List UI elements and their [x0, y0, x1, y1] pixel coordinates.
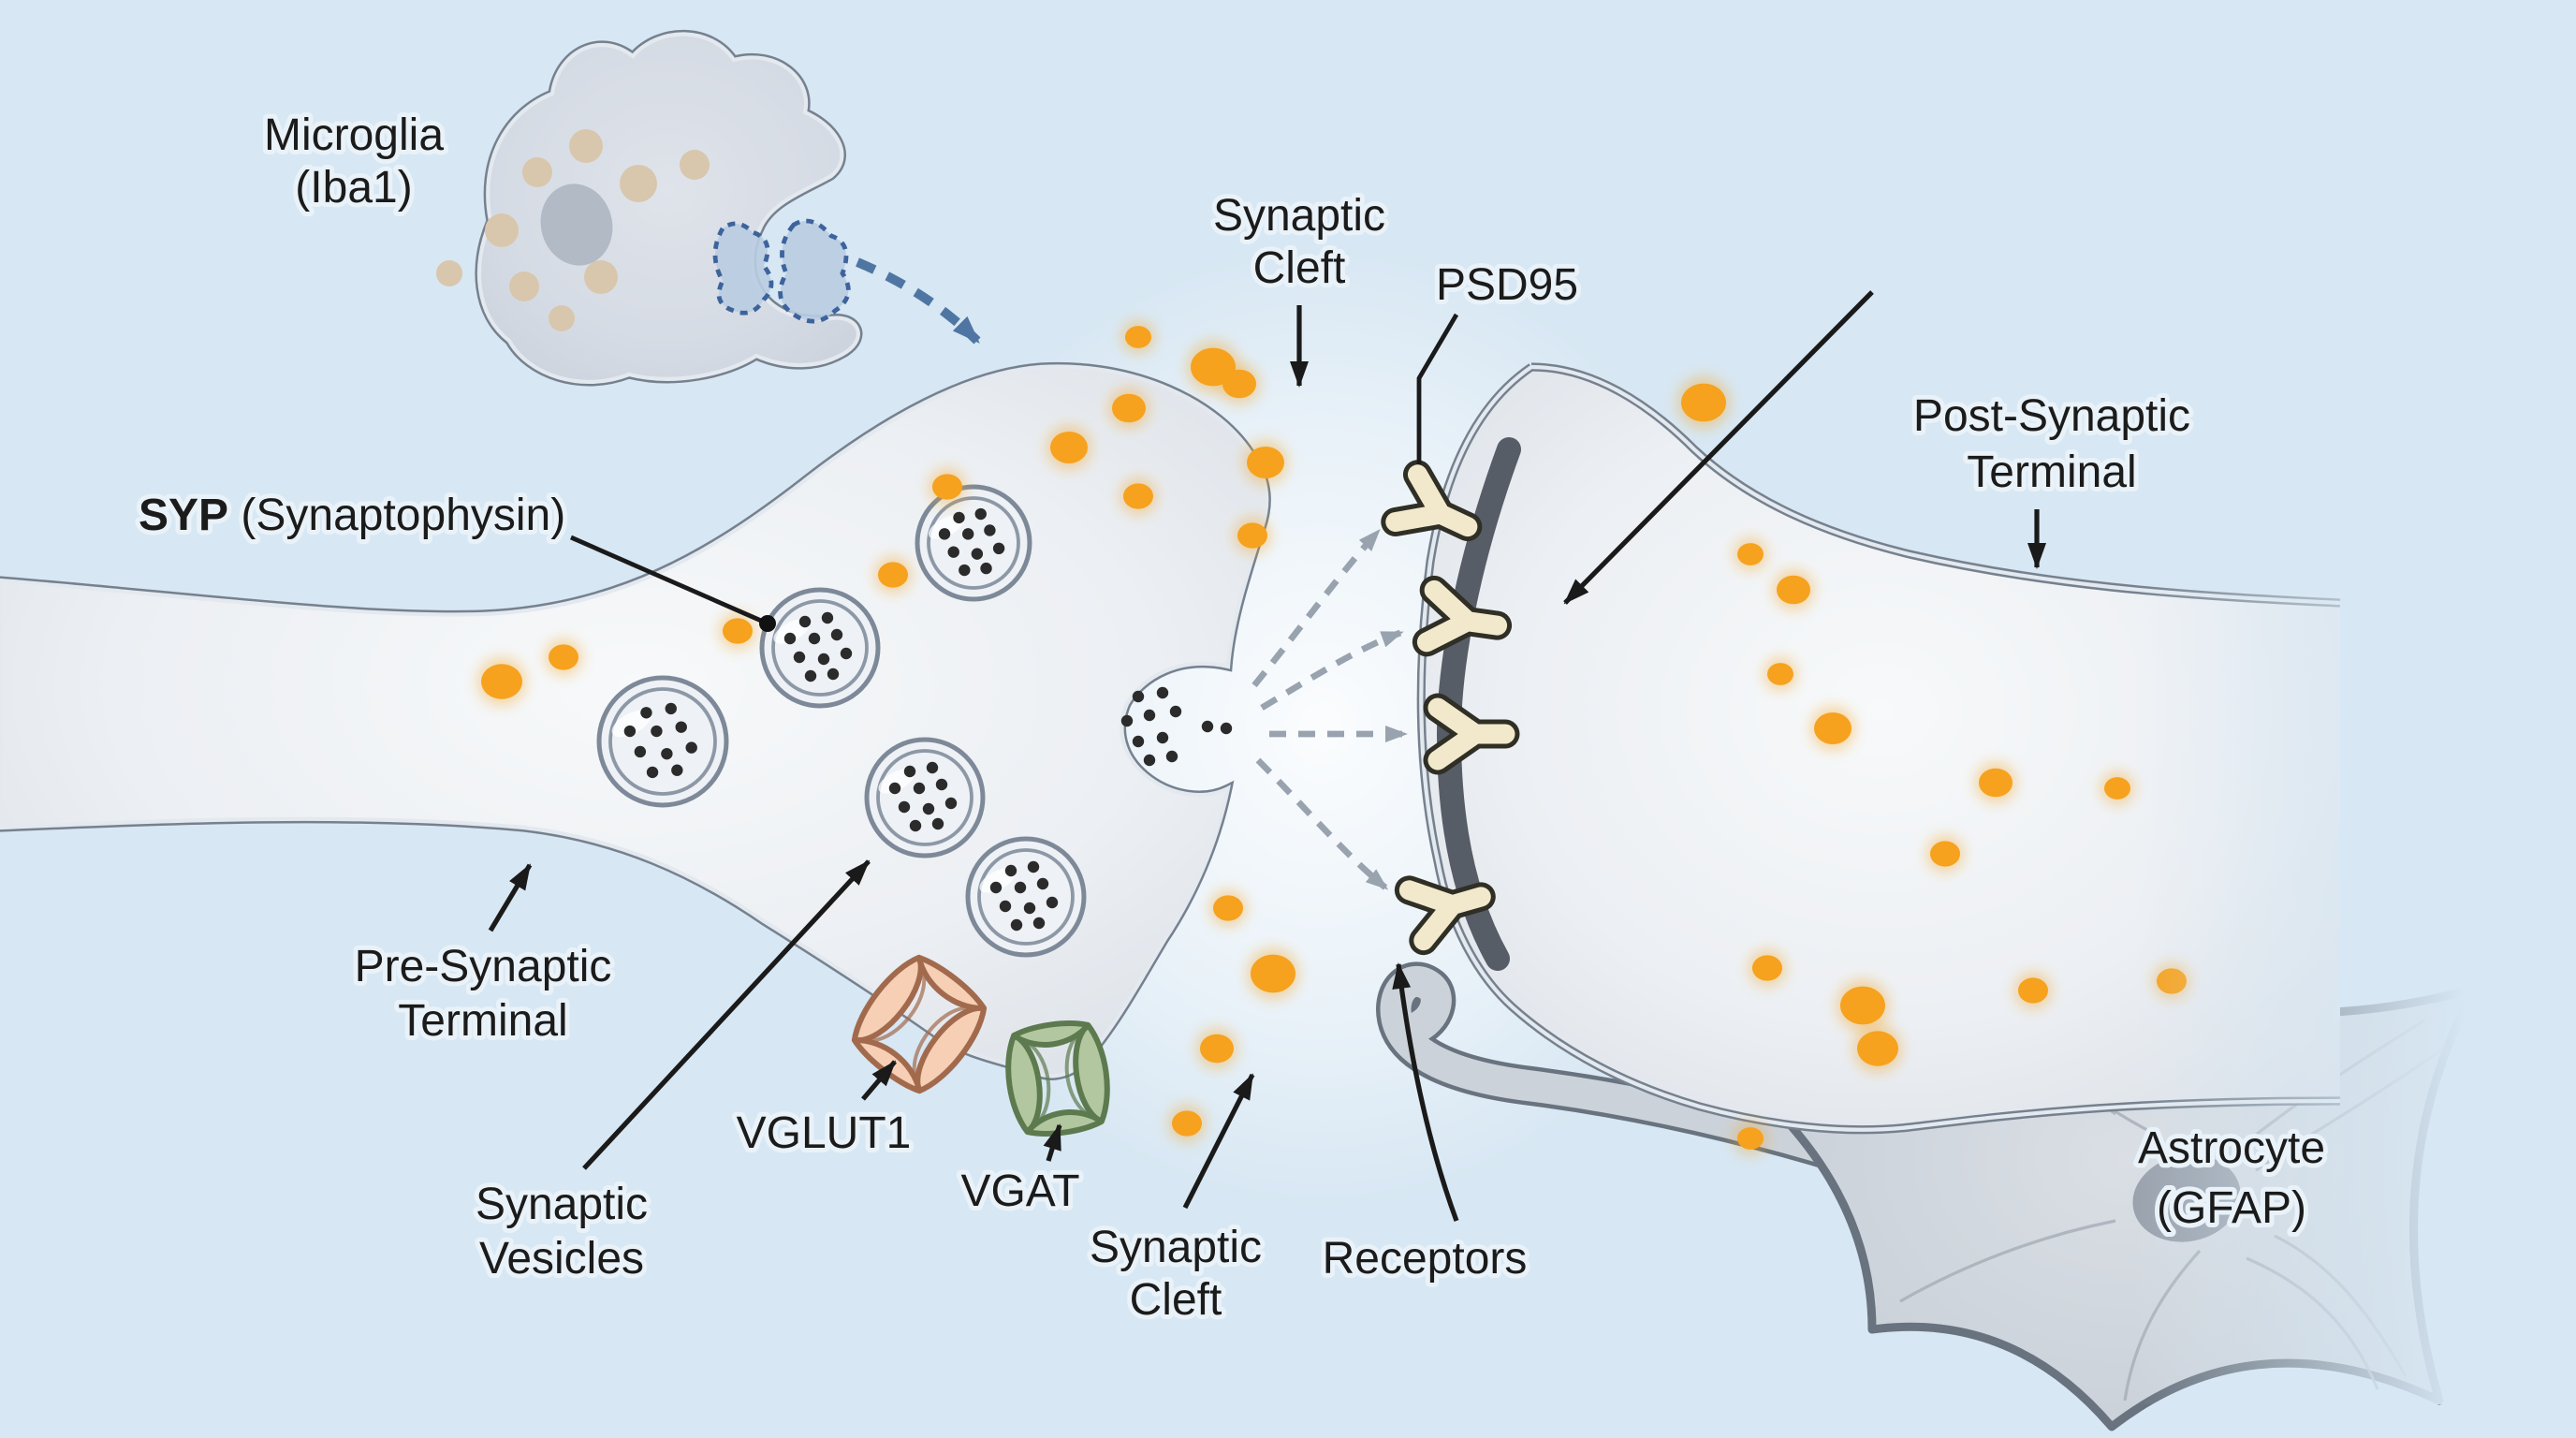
- receptor: [1423, 693, 1520, 775]
- neurotransmitter-dot: [2104, 777, 2130, 800]
- receptors-label: Receptors: [1323, 1234, 1528, 1284]
- microglia-nucleus: [540, 183, 613, 266]
- receptor: [1412, 575, 1513, 657]
- neurotransmitter-dot: [1251, 954, 1295, 993]
- receptor: [1381, 460, 1483, 542]
- synaptic-vesicles-label: Synaptic: [476, 1180, 648, 1229]
- vgat-transporter: [1005, 1020, 1110, 1137]
- synaptic-cleft-top-label2: Cleft: [1253, 243, 1346, 293]
- synaptic-vesicle: [965, 836, 1087, 958]
- neurotransmitter-dot: [2018, 977, 2048, 1004]
- neurotransmitter-dot: [1213, 895, 1243, 921]
- psd95-arrow: [1563, 290, 1874, 605]
- pre-synaptic-label: Pre-Synaptic: [355, 942, 612, 991]
- microglia-cell: [436, 34, 858, 381]
- neurotransmitter-dot: [1123, 483, 1153, 509]
- microglia-granule: [620, 165, 657, 202]
- microglia-granule: [584, 260, 618, 294]
- microglia-granule: [522, 157, 552, 187]
- post-synaptic-terminal: [1416, 362, 2341, 1135]
- neurotransmitter-dot: [1857, 1031, 1898, 1066]
- neurotransmitter-dot: [549, 644, 578, 670]
- synaptic-vesicle: [596, 675, 729, 808]
- neurotransmitter-dot: [1125, 326, 1151, 348]
- neurotransmitter-dot: [1050, 432, 1088, 463]
- neurotransmitter-dot: [481, 664, 522, 699]
- vgat-arrow: [1043, 1123, 1062, 1162]
- neurotransmitter-dot: [1681, 383, 1726, 422]
- syp-label: SYP (Synaptophysin): [139, 491, 565, 540]
- neurotransmitter-dot: [1222, 369, 1256, 399]
- receptors-group: [1381, 460, 1520, 956]
- fusing-vesicle-dots: [1120, 686, 1233, 767]
- vglut1-transporter: [851, 954, 988, 1094]
- engulfment-arrow: [856, 257, 981, 345]
- synaptic-vesicles-group: [596, 484, 1087, 958]
- neurotransmitter-dot: [1200, 1034, 1234, 1064]
- synaptic-vesicle: [915, 484, 1032, 602]
- post-synaptic-label2: Terminal: [1967, 448, 2136, 497]
- synaptic-cleft-bottom-arrow: [1182, 1073, 1255, 1210]
- syp-leader-line: [570, 535, 768, 626]
- dendrite-fade: [2134, 281, 2576, 1404]
- psd95-label: PSD95: [1436, 260, 1578, 310]
- post-synaptic-label: Post-Synaptic: [1913, 391, 2190, 441]
- engulfed-synapse-debris: [712, 218, 851, 324]
- neurotransmitter-dot: [1767, 663, 1793, 685]
- microglia-label: Microglia: [264, 110, 444, 160]
- microglia-granule: [485, 213, 519, 247]
- synaptic-cleft-bottom-label2: Cleft: [1130, 1275, 1222, 1325]
- receptors-arrow: [1392, 962, 1459, 1222]
- pre-synaptic-label2: Terminal: [398, 996, 567, 1046]
- synaptic-cleft-top-label: Synaptic: [1213, 191, 1385, 241]
- neurotransmitter-dot: [1930, 841, 1960, 867]
- astrocyte-label-sub: (GFAP): [2157, 1183, 2306, 1233]
- neurotransmitter-dot: [878, 562, 908, 588]
- synaptic-vesicles-arrow: [582, 859, 871, 1170]
- microglia-granule: [569, 129, 603, 163]
- vgat-label: VGAT: [960, 1167, 1079, 1216]
- synaptic-cleft-bottom-label: Synaptic: [1090, 1223, 1262, 1272]
- neurotransmitter-dot: [1814, 712, 1852, 744]
- syp-marker-dot: [759, 615, 776, 632]
- neurotransmitter-dot: [1247, 447, 1284, 478]
- vglut1-label: VGLUT1: [737, 1108, 912, 1158]
- psd95-leader-line: [1416, 313, 1459, 464]
- vglut1-arrow: [861, 1060, 897, 1101]
- neurotransmitter-dot: [1237, 522, 1267, 549]
- microglia-granule: [680, 150, 710, 180]
- neurotransmitter-release-arrows: [1251, 529, 1408, 890]
- pre-synaptic-arrow: [488, 863, 533, 932]
- microglia-granule: [549, 305, 575, 331]
- astrocyte-label: Astrocyte: [2138, 1123, 2325, 1173]
- neurotransmitter-dot: [1752, 955, 1782, 981]
- neurotransmitter-dot: [1737, 1127, 1764, 1150]
- neurotransmitter-dot: [1737, 543, 1764, 565]
- neurotransmitter-dot: [1112, 393, 1146, 423]
- neurotransmitter-dot: [723, 618, 753, 644]
- microglia-granules: [436, 129, 710, 331]
- microglia-granule: [436, 260, 462, 286]
- receptor: [1394, 875, 1496, 956]
- neurotransmitter-dot: [932, 474, 962, 500]
- annotations: Microglia (Iba1) SYP (Synaptophysin) Syn…: [134, 106, 2330, 1329]
- synaptic-vesicle: [864, 737, 986, 858]
- neurotransmitter-dot: [1979, 768, 2012, 798]
- synaptic-vesicles-label2: Vesicles: [479, 1234, 644, 1284]
- neurotransmitter-dot: [1777, 575, 1810, 605]
- microglia-label-sub: (Iba1): [295, 163, 412, 213]
- microglia-granule: [509, 271, 539, 301]
- neurotransmitter-dot: [1172, 1110, 1202, 1137]
- synaptic-vesicle: [759, 587, 881, 709]
- neurotransmitter-dot: [1840, 986, 1885, 1025]
